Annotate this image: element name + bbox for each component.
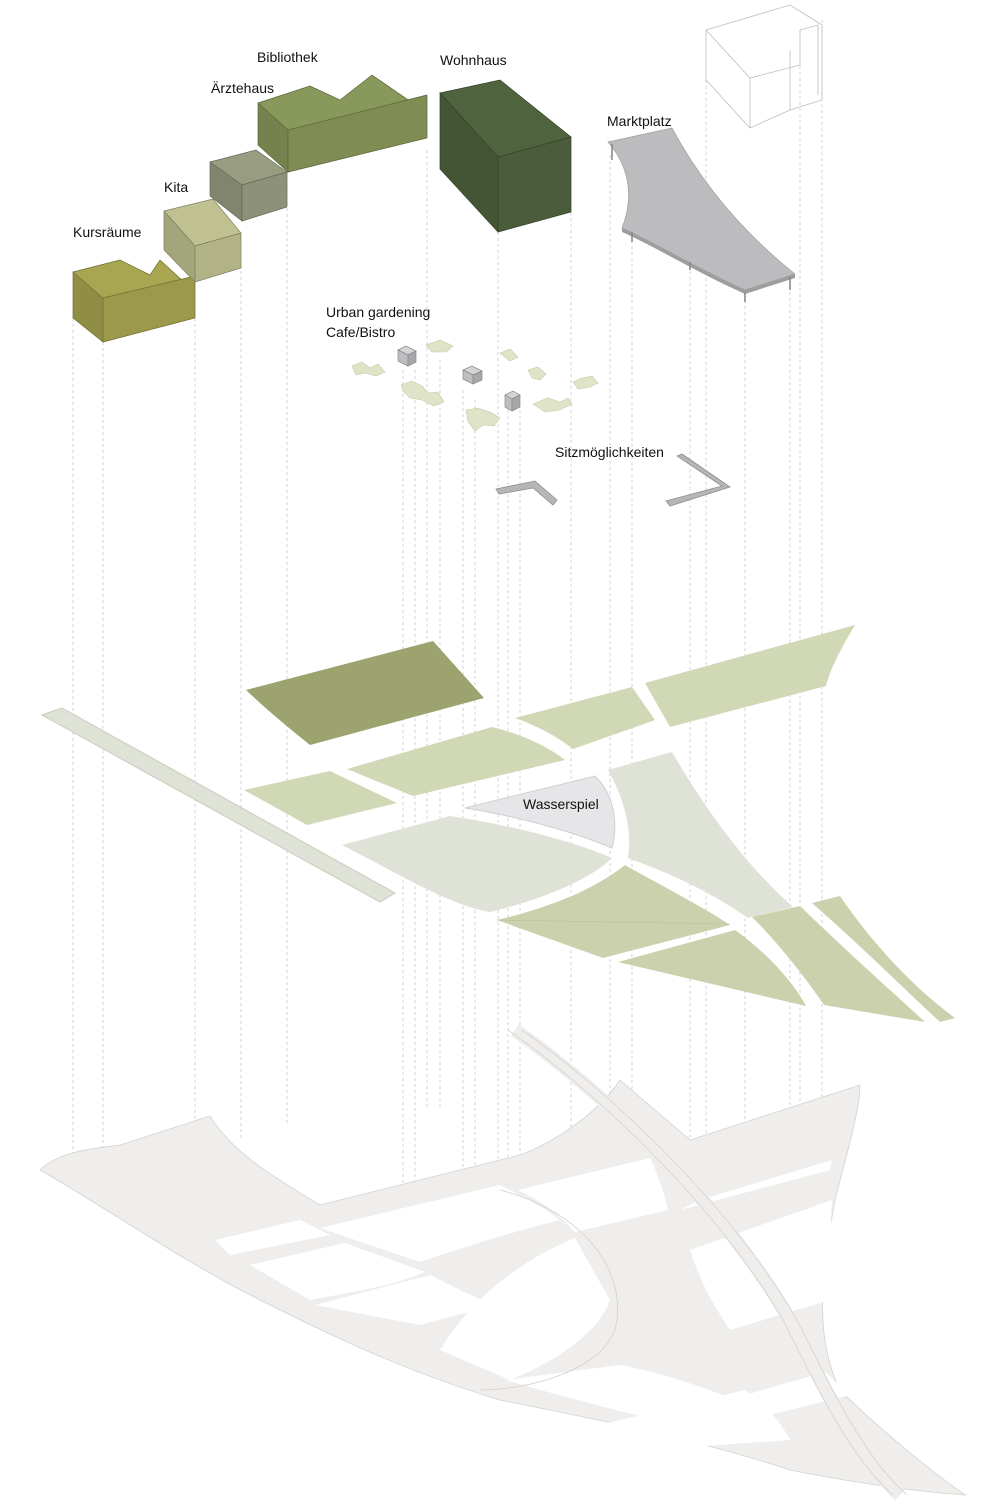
garden-field-8 [812,896,955,1022]
water-feature [464,775,616,849]
label-wasserspiel: Wasserspiel [523,796,599,812]
garden-field-3 [515,687,655,749]
label-kursraeume: Kursräume [73,224,142,240]
landscape-plane [40,625,955,1022]
urban-gardening-cafe [351,339,599,432]
seating [495,453,731,507]
ground-openings [215,1158,850,1450]
garden-field-dark [246,641,484,745]
building-aerztehaus [209,149,288,222]
planter-clusters [351,339,599,432]
garden-field-5 [497,865,730,958]
label-wohnhaus: Wohnhaus [440,52,507,68]
building-kursraeume [72,259,196,343]
label-sitzmoeglichkeiten: Sitzmöglichkeiten [555,444,664,460]
ground-plane [39,1024,967,1500]
building-marktplatz [607,127,796,302]
label-urban-gardening: Urban gardening [326,304,430,320]
bench-left [495,480,558,506]
building-kita [163,198,242,283]
garden-field-1 [244,771,397,825]
kiosk-cubes [397,345,521,412]
garden-field-4 [645,625,855,727]
existing-building-outline [705,4,823,129]
buildings [72,4,823,343]
lawn-field-right [608,752,793,918]
lawn-strip-diagonal [40,707,396,903]
label-kita: Kita [164,179,188,195]
building-bibliothek [257,74,428,173]
ground-promenade-arc [510,1024,905,1500]
label-cafe-bistro: Cafe/Bistro [326,324,395,340]
lawn-field-center [342,816,612,912]
garden-field-7 [752,906,925,1022]
bench-right [665,453,731,507]
building-wohnhaus [439,79,572,233]
garden-field-2 [347,727,565,796]
label-bibliothek: Bibliothek [257,49,319,65]
garden-field-6 [618,930,806,1006]
labels: Kursräume Kita Ärztehaus Bibliothek Wohn… [73,49,672,812]
label-aerztehaus: Ärztehaus [211,80,274,96]
label-marktplatz: Marktplatz [607,113,672,129]
